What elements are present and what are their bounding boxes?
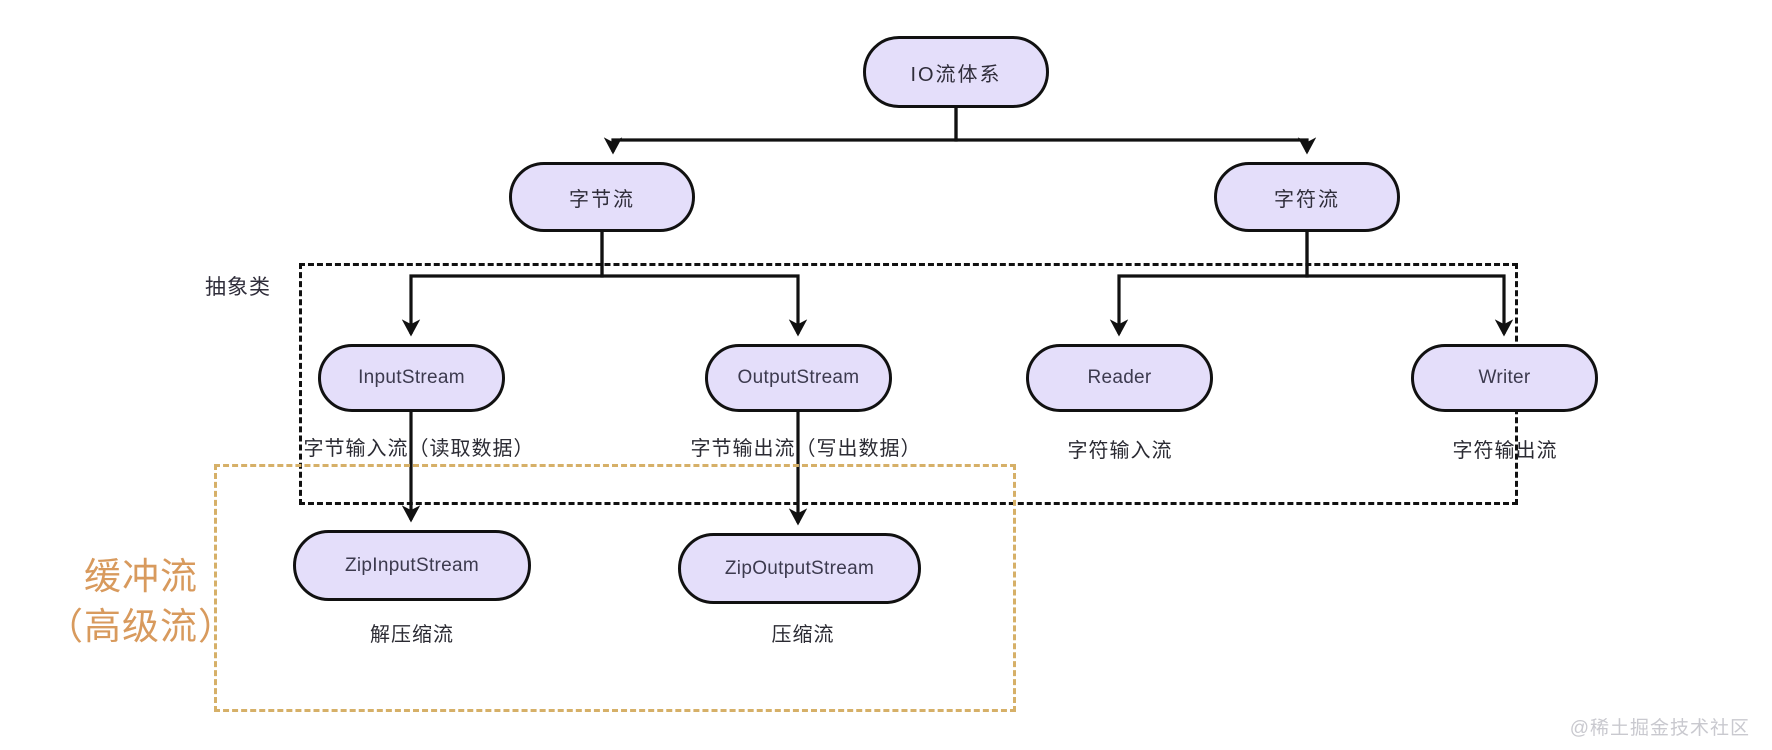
caption-writer: 字符输出流 [1452, 440, 1558, 462]
node-zip-output-stream[interactable]: ZipOutputStream [678, 533, 921, 604]
node-label: IO流体系 [910, 63, 1002, 86]
node-label: ZipOutputStream [724, 557, 875, 579]
node-label: InputStream [358, 367, 465, 388]
node-label: 字节流 [569, 188, 635, 211]
edge-root-to-byte-stream [603, 108, 958, 155]
node-label: 字符流 [1274, 188, 1340, 211]
caption-zip-input-stream: 解压缩流 [370, 624, 454, 646]
abstract-class-group-label: 抽象类 [205, 276, 271, 299]
edge-root-to-char-stream [954, 108, 1317, 155]
node-writer[interactable]: Writer [1411, 344, 1598, 412]
node-io-stream-system[interactable]: IO流体系 [863, 36, 1049, 108]
node-label: OutputStream [737, 367, 860, 388]
caption-zip-output-stream: 压缩流 [771, 624, 835, 646]
node-label: Reader [1087, 367, 1152, 388]
caption-reader: 字符输入流 [1067, 440, 1173, 462]
buffer-stream-group-label-line1: 缓冲流 [84, 556, 198, 597]
node-reader[interactable]: Reader [1026, 344, 1213, 412]
node-char-stream[interactable]: 字符流 [1214, 162, 1400, 232]
buffer-stream-group [214, 464, 1016, 712]
node-zip-input-stream[interactable]: ZipInputStream [293, 530, 531, 601]
node-label: Writer [1478, 367, 1531, 388]
node-label: ZipInputStream [344, 554, 480, 576]
caption-output-stream: 字节输出流（写出数据） [690, 438, 922, 460]
node-byte-stream[interactable]: 字节流 [509, 162, 695, 232]
node-output-stream[interactable]: OutputStream [705, 344, 892, 412]
node-input-stream[interactable]: InputStream [318, 344, 505, 412]
buffer-stream-group-label-line2: （高级流） [46, 605, 236, 647]
watermark: @稀土掘金技术社区 [1569, 718, 1750, 739]
caption-input-stream: 字节输入流（读取数据） [303, 438, 535, 460]
buffer-stream-group-label: 缓冲流 （高级流） [46, 552, 236, 652]
